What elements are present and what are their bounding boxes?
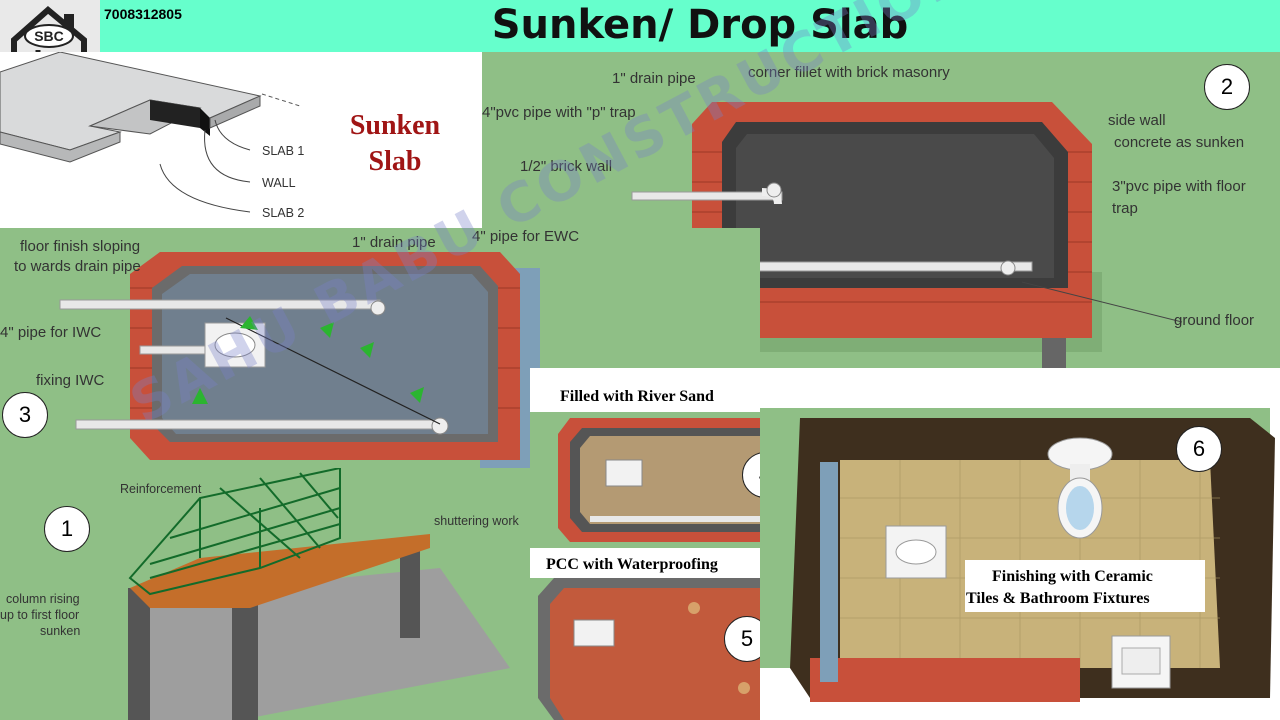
label-wall: WALL [262,176,296,190]
label-ewc-pipe: 4" pipe for EWC [472,228,580,245]
label-drain-pipe-2: 1" drain pipe [612,70,696,87]
step6-caption-line1: Finishing with Ceramic [992,568,1153,585]
step2-number: 2 [1204,64,1250,110]
label-concrete-sunken: concrete as sunken [1114,134,1245,151]
label-ground-floor: ground floor [1174,312,1255,329]
label-column-2: up to first floor [0,608,80,622]
label-column-1: column rising [6,592,80,606]
label-drain-pipe-3: 1" drain pipe [352,234,436,251]
step3-number: 3 [2,392,48,438]
step1-number: 1 [44,506,90,552]
sunken-title-line2: Slab [368,146,422,177]
page-title: Sunken/ Drop Slab [491,2,909,48]
label-shuttering: shuttering work [434,514,519,528]
label-slab1: SLAB 1 [262,144,305,158]
step5-panel: PCC with Waterproofing 5 [530,548,820,720]
label-fixing-iwc: fixing IWC [36,372,105,389]
title-banner: Sunken/ Drop Slab [100,0,1280,52]
sunken-slab-title: Sunken Slab [330,108,460,180]
step3-panel: floor finish sloping to wards drain pipe… [0,228,760,468]
step5-caption: PCC with Waterproofing [546,556,718,573]
label-brick-wall: 1/2" brick wall [520,158,613,175]
logo-text: SBC [34,28,64,44]
inset-sunken-sketch: SLAB 1 WALL SLAB 2 Sunken Slab [0,52,480,228]
label-floor-trap-2: trap [1112,200,1138,217]
step6-caption-line2: Tiles & Bathroom Fixtures [966,590,1150,607]
label-slope-1: floor finish sloping [20,238,141,255]
label-column-3: sunken [40,624,81,638]
label-slope-2: to wards drain pipe [14,258,141,275]
label-side-wall: side wall [1108,112,1166,129]
step1-panel: Reinforcement shuttering work column ris… [0,468,530,720]
label-iwc-pipe: 4" pipe for IWC [0,324,102,341]
label-floor-trap-1: 3"pvc pipe with floor [1112,178,1246,195]
label-reinforcement: Reinforcement [120,482,202,496]
phone-number: 7008312805 [104,6,182,22]
label-pvc-p-trap: 4"pvc pipe with "p" trap [482,104,636,121]
step2-panel: 1" drain pipe corner fillet with brick m… [482,52,1280,368]
step6-number: 6 [1176,426,1222,472]
step6-panel: Finishing with Ceramic Tiles & Bathroom … [760,368,1280,720]
step4-caption: Filled with River Sand [560,388,714,405]
sunken-title-line1: Sunken [349,110,441,141]
label-corner-fillet: corner fillet with brick masonry [748,64,950,81]
label-slab2: SLAB 2 [262,206,305,220]
